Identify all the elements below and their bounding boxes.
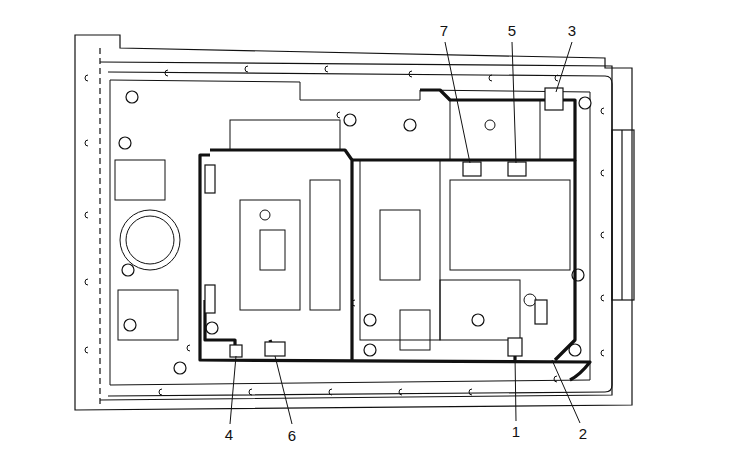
callout-number: 3: [566, 23, 578, 39]
leader-lines: [230, 42, 580, 424]
bolt-heads: [119, 91, 591, 374]
callout-number: 2: [577, 426, 589, 442]
valve-body: [110, 80, 590, 385]
callout-number: 5: [506, 23, 518, 39]
callout-number: 4: [223, 427, 235, 443]
connectors: [205, 88, 563, 357]
callout-number: 6: [286, 428, 298, 444]
callout-number: 1: [510, 424, 522, 440]
housing: [75, 35, 634, 410]
callout-number: 7: [438, 23, 450, 39]
wiring-harness: [200, 90, 590, 380]
bolt-marks: [85, 66, 604, 395]
